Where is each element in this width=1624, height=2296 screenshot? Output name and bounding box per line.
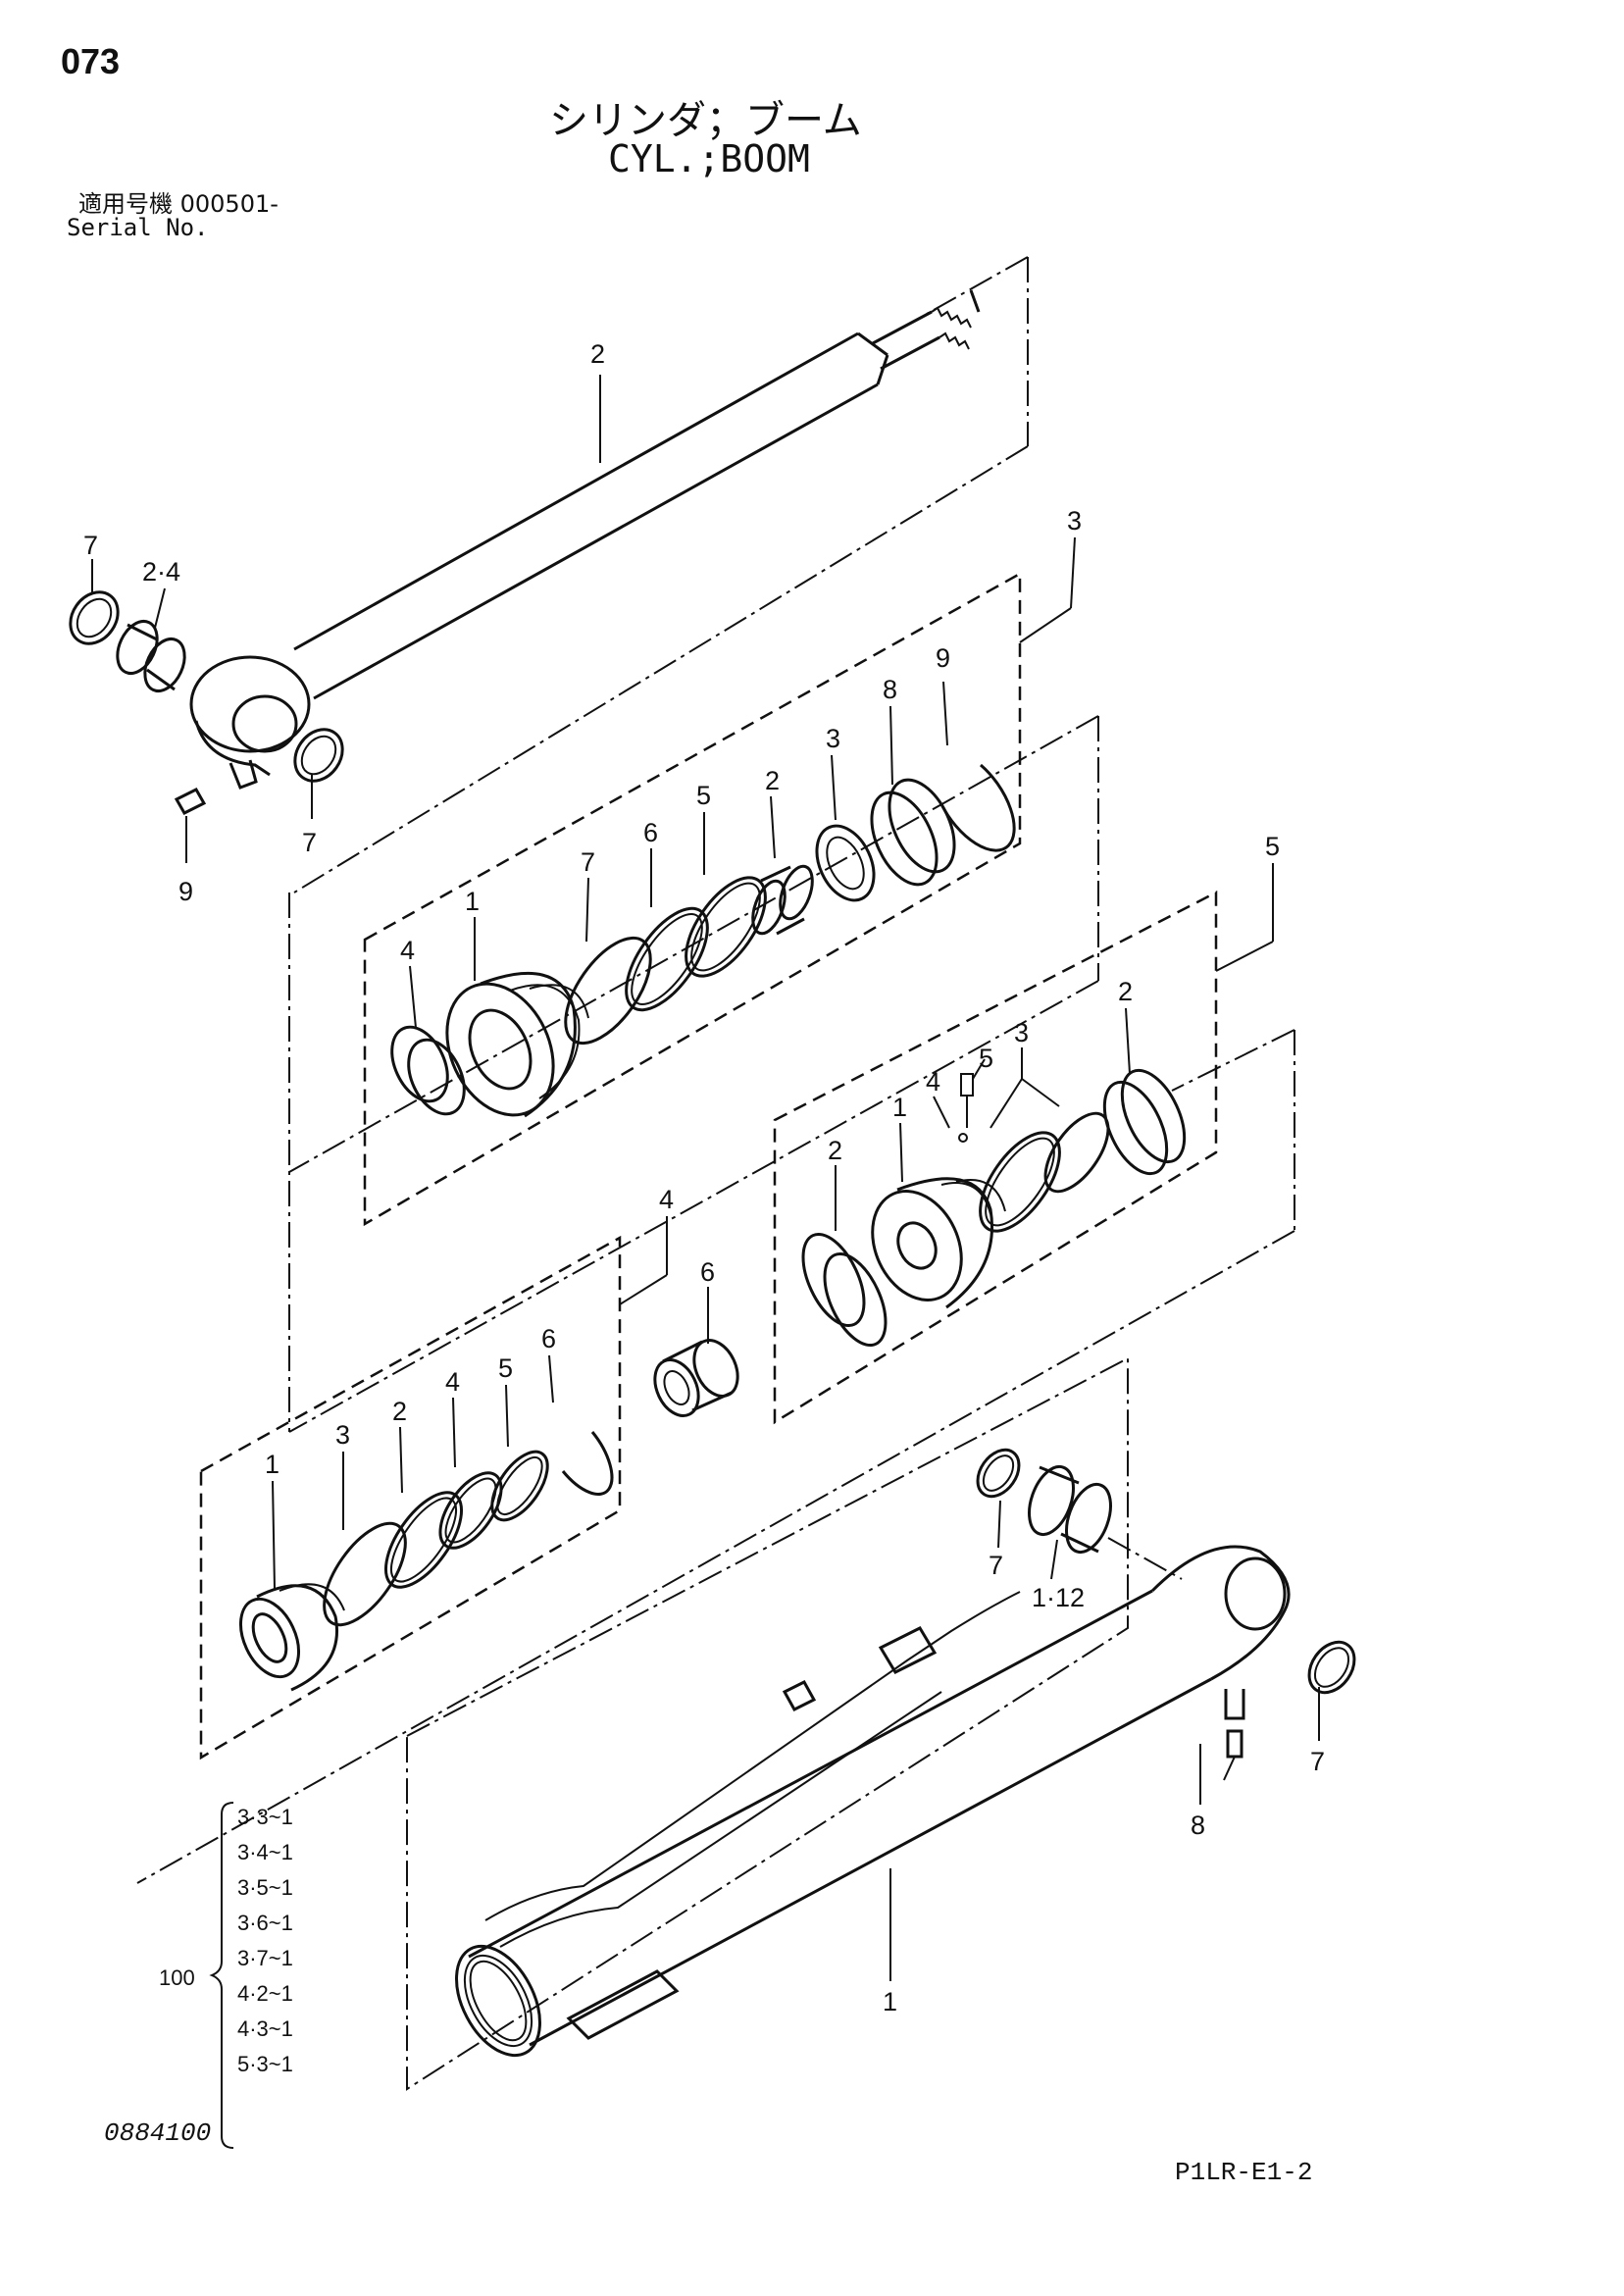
tube-bushing[interactable] bbox=[1021, 1460, 1119, 1557]
callout-rod-seal: 7 bbox=[302, 828, 317, 857]
callout-spacer: 6 bbox=[700, 1257, 715, 1287]
callout-rod-bushing: 2·4 bbox=[142, 557, 180, 587]
piston-wear-ring-right[interactable] bbox=[1091, 1061, 1196, 1184]
tube-chain-frame bbox=[406, 1356, 1129, 2091]
tube-chain-line bbox=[1107, 1537, 1183, 1580]
piston-rod[interactable] bbox=[189, 289, 981, 790]
seal-kit-list: 3·3~1 3·4~1 3·5~1 3·6~1 3·7~1 4·2~1 4·3~1 5·3~1 bbox=[237, 1805, 293, 2076]
callout-seal-group: 4 bbox=[659, 1185, 674, 1214]
head-wear-ring[interactable] bbox=[381, 1018, 475, 1123]
callout-seal-4: 4 bbox=[445, 1367, 460, 1397]
seal-o-ring-b[interactable] bbox=[429, 1462, 514, 1557]
document-number: 0884100 bbox=[104, 2118, 212, 2148]
callout-head-4: 4 bbox=[400, 936, 415, 965]
kit-item: 3·6~1 bbox=[237, 1911, 293, 1935]
callout-piston-group: 5 bbox=[1265, 832, 1280, 861]
kit-item: 3·5~1 bbox=[237, 1875, 293, 1900]
seal-snap-ring[interactable] bbox=[561, 1431, 614, 1496]
figure-reference: P1LR-E1-2 bbox=[1175, 2158, 1313, 2187]
piston[interactable] bbox=[855, 1177, 1006, 1315]
title-english: CYL.;BOOM bbox=[608, 137, 810, 180]
head-snap-ring[interactable] bbox=[939, 763, 1016, 852]
callout-head-7: 7 bbox=[581, 847, 595, 877]
kit-item: 3·4~1 bbox=[237, 1840, 293, 1864]
head-u-ring[interactable] bbox=[671, 864, 781, 989]
callout-rod-wiper: 7 bbox=[83, 531, 98, 560]
piston-spacer[interactable] bbox=[646, 1333, 746, 1422]
cylinder-head[interactable] bbox=[427, 966, 589, 1132]
rod-chain-line-c bbox=[293, 445, 1029, 893]
callout-tube-wiper-b: 7 bbox=[1310, 1747, 1325, 1776]
callout-seal-3: 3 bbox=[335, 1420, 350, 1450]
callout-tube-wiper-a: 7 bbox=[989, 1551, 1003, 1580]
kit-item: 3·3~1 bbox=[237, 1805, 293, 1829]
grease-fitting-tube[interactable] bbox=[1223, 1729, 1243, 1781]
kit-item: 4·2~1 bbox=[237, 1981, 293, 2006]
piston-set-screw[interactable] bbox=[958, 1073, 974, 1143]
head-group-frame bbox=[363, 571, 1022, 1227]
callout-head-group: 3 bbox=[1067, 506, 1082, 536]
callout-tube-grease: 8 bbox=[1191, 1811, 1205, 1840]
callout-seal-1: 1 bbox=[265, 1450, 279, 1479]
title-japanese: シリンダ；ブーム bbox=[549, 98, 862, 143]
seal-group-frame bbox=[199, 1235, 622, 1760]
callout-piston-4: 4 bbox=[926, 1067, 940, 1097]
rod-seal-ring[interactable] bbox=[285, 720, 352, 790]
callout-piston-2b: 2 bbox=[1118, 977, 1133, 1006]
piston-seal-ring[interactable] bbox=[1034, 1103, 1121, 1202]
seal-gland[interactable] bbox=[229, 1583, 345, 1692]
grease-fitting-rod[interactable] bbox=[174, 788, 207, 863]
callout-head-2: 2 bbox=[765, 766, 780, 795]
piston-wear-ring-left[interactable] bbox=[790, 1225, 898, 1354]
callout-seal-2: 2 bbox=[392, 1397, 407, 1426]
callout-tube: 1 bbox=[883, 1987, 897, 2016]
seal-o-ring-a[interactable] bbox=[309, 1510, 422, 1638]
piston-group-frame bbox=[773, 890, 1218, 1425]
rod-wiper-ring[interactable] bbox=[61, 583, 127, 652]
callout-seal-6: 6 bbox=[541, 1324, 556, 1353]
tube-wiper-ring-a[interactable] bbox=[969, 1442, 1027, 1504]
callout-tube-bushing: 1·12 bbox=[1032, 1583, 1085, 1612]
piston-chain-line-c bbox=[1171, 1029, 1295, 1092]
piston-slide-ring[interactable] bbox=[965, 1119, 1075, 1244]
kit-item: 5·3~1 bbox=[237, 2052, 293, 2076]
callout-head-5: 5 bbox=[696, 781, 711, 810]
rod-chain-line-b bbox=[926, 256, 1029, 315]
callout-seal-5: 5 bbox=[498, 1353, 513, 1383]
callout-head-6: 6 bbox=[643, 818, 658, 847]
cylinder-tube[interactable] bbox=[439, 1545, 1291, 2069]
callout-piston-3: 3 bbox=[1014, 1018, 1029, 1047]
head-backup-ring[interactable] bbox=[611, 895, 724, 1023]
callout-kit-total: 100 bbox=[159, 1965, 195, 1990]
callout-head-1: 1 bbox=[465, 887, 480, 916]
callout-head-8: 8 bbox=[883, 675, 897, 704]
serial-label-english: Serial No. bbox=[67, 214, 209, 241]
head-chain-frame-c bbox=[288, 980, 1099, 1433]
callout-piston-2a: 2 bbox=[828, 1136, 842, 1165]
kit-brace bbox=[209, 1802, 234, 2149]
callout-head-9: 9 bbox=[936, 643, 950, 673]
callout-rod: 2 bbox=[590, 339, 605, 369]
tube-wiper-ring-b[interactable] bbox=[1300, 1634, 1364, 1702]
serial-label-japanese: 適用号機 000501- bbox=[78, 190, 279, 218]
page-number: 073 bbox=[61, 41, 121, 81]
callout-piston-5: 5 bbox=[979, 1044, 993, 1073]
kit-item: 4·3~1 bbox=[237, 2016, 293, 2041]
kit-item: 3·7~1 bbox=[237, 1946, 293, 1970]
piston-chain-line-b bbox=[136, 1230, 1295, 1884]
head-buffer-ring[interactable] bbox=[806, 817, 886, 909]
head-bushing[interactable] bbox=[746, 862, 818, 938]
seal-ring-small[interactable] bbox=[482, 1443, 559, 1529]
callout-rod-grease: 9 bbox=[178, 877, 193, 906]
callout-head-3: 3 bbox=[826, 724, 840, 753]
callout-piston-1: 1 bbox=[892, 1093, 907, 1122]
rod-bushing[interactable] bbox=[110, 615, 192, 697]
